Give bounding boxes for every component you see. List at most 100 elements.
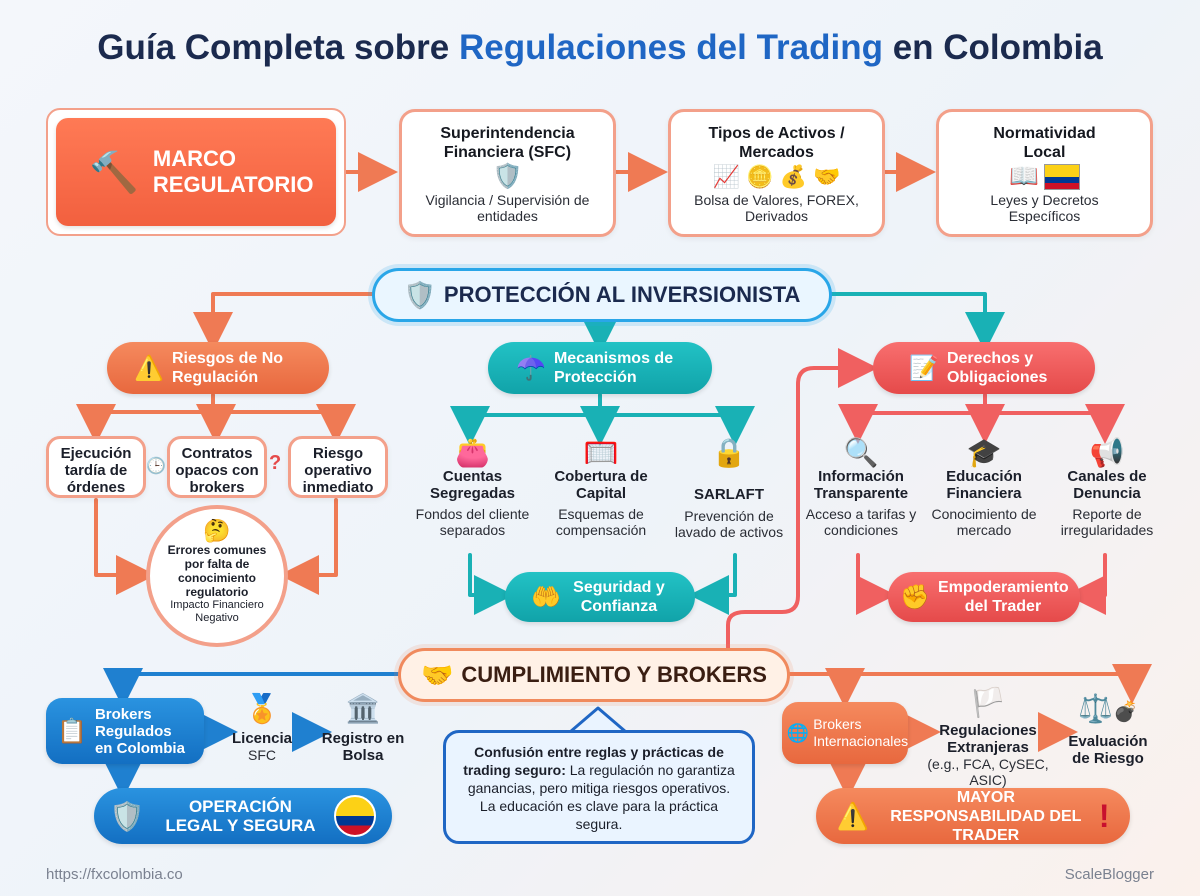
mecanismo-item-2-title: Cobertura de Capital — [554, 468, 648, 502]
licencia-sub: SFC — [248, 747, 276, 763]
mecanismo-item-1-sub: Fondos del cliente separados — [415, 506, 530, 538]
mecanismo-item-1-title: Cuentas Segregadas — [429, 468, 516, 502]
mecanismos-label: Mecanismos de Protección — [553, 350, 674, 386]
seguridad-label: Seguridad y Confianza — [573, 579, 665, 615]
colombia-flag-icon — [334, 795, 377, 837]
footer-url[interactable]: https://fxcolombia.co — [46, 866, 183, 883]
confused-person-icon: 🤔 — [203, 518, 231, 543]
clock-icon: 🕒 — [146, 458, 166, 475]
brokers-col-pill: 📋 Brokers Regulados en Colombia — [46, 698, 204, 764]
derecho-item-3-title: Canales de Denuncia — [1067, 468, 1147, 502]
net-icon: 🥅 — [583, 437, 619, 468]
callout-bold: Confusión entre reglas y prácticas de tr… — [463, 744, 724, 778]
moneybag-icon: 💰 — [779, 164, 807, 189]
title-part-3: en Colombia — [882, 28, 1103, 67]
document-pen-icon: 📝 — [909, 354, 939, 382]
brokers-int-pill: 🌐 Brokers Internacionales — [782, 702, 908, 764]
registro-item: 🏛️ Registro en Bolsa — [318, 694, 408, 765]
mecanismo-item-3-title: SARLAFT — [694, 486, 764, 503]
sfc-box: Superintendencia Financiera (SFC) 🛡️ Vig… — [399, 109, 616, 237]
warning-icon: ⚠️ — [134, 354, 164, 382]
evaluacion-title: Evaluación de Riesgo — [1068, 733, 1148, 767]
regulaciones-sub: (e.g., FCA, CySEC, ASIC) — [927, 756, 1049, 788]
magnifier-icon: 🔍 — [843, 437, 879, 468]
wallet-icon: 👛 — [455, 437, 490, 468]
empoderamiento-pill: ✊ Empoderamiento del Trader — [888, 572, 1080, 622]
normatividad-title: Normatividad Local — [993, 125, 1096, 161]
licencia-item: 🏅 Licencia SFC — [226, 693, 298, 764]
title-highlight: Regulaciones del Trading — [459, 28, 883, 67]
gavel-icon: 🔨 — [89, 150, 139, 195]
derecho-item-3: 📢 Canales de Denuncia Reporte de irregul… — [1048, 437, 1166, 539]
riesgo-item-1: Ejecución tardía de órdenes — [46, 436, 146, 498]
derecho-item-2: 🎓 Educación Financiera Conocimiento de m… — [928, 438, 1040, 539]
derechos-pill: 📝 Derechos y Obligaciones — [873, 342, 1095, 394]
registro-title: Registro en Bolsa — [321, 730, 405, 764]
activos-sub: Bolsa de Valores, FOREX, Derivados — [694, 192, 859, 224]
cumplimiento-pill: 🤝 CUMPLIMIENTO Y BROKERS — [398, 648, 790, 702]
flags-icon: 🏳️ — [970, 687, 1006, 718]
megaphone-icon: 📢 — [1089, 437, 1125, 468]
licencia-title: Licencia — [231, 730, 293, 747]
normatividad-box: Normatividad Local 📖 Leyes y Decretos Es… — [936, 109, 1153, 237]
riesgo-item-3: Riesgo operativo inmediato — [288, 436, 388, 498]
derechos-label: Derechos y Obligaciones — [946, 350, 1048, 386]
derecho-item-1-sub: Acceso a tarifas y condiciones — [805, 506, 917, 538]
book-icon: 📖 — [1009, 163, 1040, 190]
scale-icon: ⚖️💣 — [1078, 693, 1138, 724]
umbrella-icon: ☂️ — [516, 354, 546, 382]
derecho-item-2-sub: Conocimiento de mercado — [931, 506, 1037, 538]
activos-title: Tipos de Activos / Mercados — [708, 125, 845, 161]
operacion-legal-label: OPERACIÓN LEGAL Y SEGURA — [165, 797, 316, 835]
title-part-1: Guía Completa sobre — [97, 28, 459, 67]
fist-icon: ✊ — [900, 583, 930, 611]
activos-box: Tipos de Activos / Mercados 📈 🪙 💰 🤝 Bols… — [668, 109, 885, 237]
operacion-legal-pill: 🛡️ OPERACIÓN LEGAL Y SEGURA — [94, 788, 392, 844]
errores-sub: Impacto Financiero Negativo — [170, 599, 264, 624]
asset-icons: 📈 🪙 💰 🤝 — [671, 162, 882, 192]
handshake-icon: 🤝 — [813, 164, 841, 189]
brokers-int-label: Brokers Internacionales — [813, 716, 909, 749]
cumplimiento-label: CUMPLIMIENTO Y BROKERS — [461, 662, 767, 687]
coins-icon: 🪙 — [746, 164, 774, 189]
footer-brand: ScaleBlogger — [1064, 866, 1154, 883]
page-title: Guía Completa sobre Regulaciones del Tra… — [0, 28, 1200, 68]
brokers-col-label: Brokers Regulados en Colombia — [94, 705, 185, 757]
errores-title: Errores comunes por falta de conocimient… — [167, 543, 267, 599]
mayor-responsabilidad-pill: ⚠️ MAYOR RESPONSABILIDAD DEL TRADER ! — [816, 788, 1130, 844]
warning-icon: ⚠️ — [836, 800, 869, 831]
mecanismo-item-2: 🥅 Cobertura de Capital Esquemas de compe… — [545, 437, 657, 539]
riesgo-item-3-title: Riesgo operativo inmediato — [302, 445, 374, 496]
riesgo-item-1-title: Ejecución tardía de órdenes — [60, 445, 132, 496]
mecanismos-pill: ☂️ Mecanismos de Protección — [488, 342, 712, 394]
question-icon: ? — [269, 452, 282, 474]
derecho-item-2-title: Educación Financiera — [946, 468, 1022, 502]
mecanismo-item-1: 👛 Cuentas Segregadas Fondos del cliente … — [405, 437, 540, 539]
lock-icon: 🔒 — [711, 437, 747, 468]
mecanismo-item-2-sub: Esquemas de compensación — [555, 506, 647, 538]
colombia-flag-icon — [1043, 164, 1080, 190]
marco-label: MARCO REGULATORIO — [152, 146, 314, 197]
bomb-icon: 💣 — [1112, 701, 1138, 723]
chart-icon: 📈 — [712, 164, 740, 189]
sfc-sub: Vigilancia / Supervisión de entidades — [425, 192, 590, 224]
clipboard-icon: 📋 — [57, 717, 87, 745]
mecanismo-item-3: 🔒 SARLAFT Prevención de lavado de activo… — [664, 437, 794, 541]
regulaciones-title: Regulaciones Extranjeras — [939, 722, 1037, 756]
evaluacion-item: ⚖️💣 Evaluación de Riesgo — [1062, 693, 1154, 768]
shield-badge-icon: 🛡️ — [492, 163, 523, 190]
errores-circle: 🤔 Errores comunes por falta de conocimie… — [146, 505, 288, 647]
handshake-icon: 🤝 — [421, 659, 454, 690]
medal-icon: 🏅 — [244, 693, 280, 724]
proteccion-pill: 🛡️ PROTECCIÓN AL INVERSIONISTA — [372, 268, 832, 322]
riesgos-label: Riesgos de No Regulación — [171, 350, 284, 386]
sfc-title: Superintendencia Financiera (SFC) — [440, 125, 575, 161]
derecho-item-1-title: Información Transparente — [813, 468, 909, 502]
exclamation-icon: ! — [1098, 797, 1110, 834]
callout-text: La regulación no garantiza ganancias, pe… — [467, 762, 735, 832]
empoderamiento-label: Empoderamiento del Trader — [937, 579, 1069, 615]
regulaciones-item: 🏳️ Regulaciones Extranjeras (e.g., FCA, … — [924, 687, 1052, 789]
riesgo-item-2: Contratos opacos con brokers — [167, 436, 267, 498]
mayor-responsabilidad-label: MAYOR RESPONSABILIDAD DEL TRADER — [890, 788, 1082, 844]
normatividad-icons: 📖 — [939, 162, 1150, 192]
